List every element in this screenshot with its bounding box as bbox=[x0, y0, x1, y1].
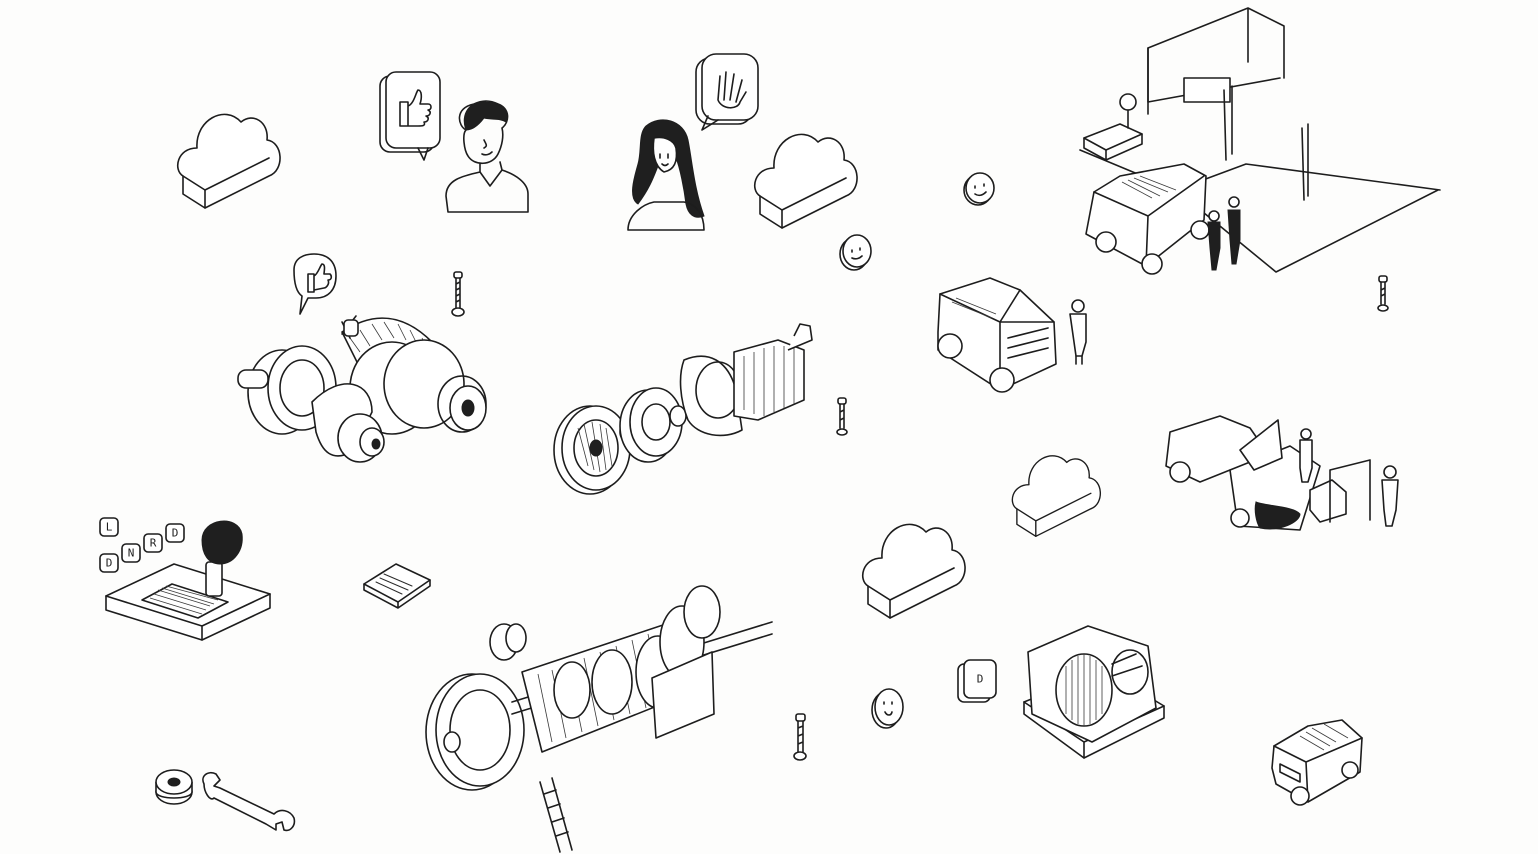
gear-key-d2: D bbox=[165, 523, 185, 543]
svg-text:L: L bbox=[106, 521, 113, 534]
gear-key-r: R bbox=[143, 533, 163, 553]
cloud-icon bbox=[176, 113, 281, 209]
wave-hand-bubble-icon bbox=[695, 53, 759, 131]
gear-selector: L D N R D bbox=[99, 517, 271, 641]
repair-scene bbox=[1165, 415, 1399, 531]
gearbox-assembly bbox=[425, 585, 773, 853]
exploded-transmission bbox=[553, 323, 813, 495]
electric-motor-unit bbox=[1023, 625, 1165, 759]
svg-text:D: D bbox=[172, 527, 179, 540]
cloud-icon bbox=[753, 133, 858, 229]
person-icon bbox=[1227, 196, 1241, 265]
cloud-icon bbox=[1011, 455, 1101, 538]
coin-face-icon bbox=[963, 172, 995, 206]
nut-icon bbox=[155, 769, 193, 805]
woman-portrait-icon bbox=[627, 119, 705, 231]
bolt-icon bbox=[793, 713, 807, 761]
svg-text:R: R bbox=[150, 537, 157, 550]
svg-text:N: N bbox=[128, 547, 135, 560]
coin-face-icon bbox=[839, 234, 872, 271]
person-icon bbox=[1299, 428, 1313, 483]
compact-car-icon bbox=[1271, 719, 1363, 806]
wrench-icon bbox=[202, 771, 296, 832]
suv-with-mechanic bbox=[937, 277, 1087, 393]
drive-mode-tile: D bbox=[957, 659, 997, 703]
man-portrait-icon bbox=[445, 100, 529, 213]
cvt-pulley-assembly bbox=[237, 315, 487, 463]
bolt-icon bbox=[451, 271, 465, 317]
coin-face-icon bbox=[871, 688, 904, 729]
booklet-icon bbox=[363, 563, 431, 609]
thumbs-up-bubble-icon bbox=[293, 253, 337, 315]
garage-scene bbox=[1079, 7, 1441, 275]
gear-key-l: L bbox=[99, 517, 119, 537]
bolt-icon bbox=[836, 397, 848, 436]
thumbs-up-bubble-icon bbox=[379, 71, 441, 161]
person-icon bbox=[1069, 299, 1087, 365]
bolt-icon bbox=[1377, 275, 1389, 312]
svg-text:D: D bbox=[106, 557, 113, 570]
svg-text:D: D bbox=[977, 673, 984, 686]
person-icon bbox=[1207, 210, 1221, 271]
cloud-icon bbox=[861, 523, 966, 619]
gear-key-d: D bbox=[99, 553, 119, 573]
gear-key-n: N bbox=[121, 543, 141, 563]
person-icon bbox=[1381, 465, 1399, 527]
